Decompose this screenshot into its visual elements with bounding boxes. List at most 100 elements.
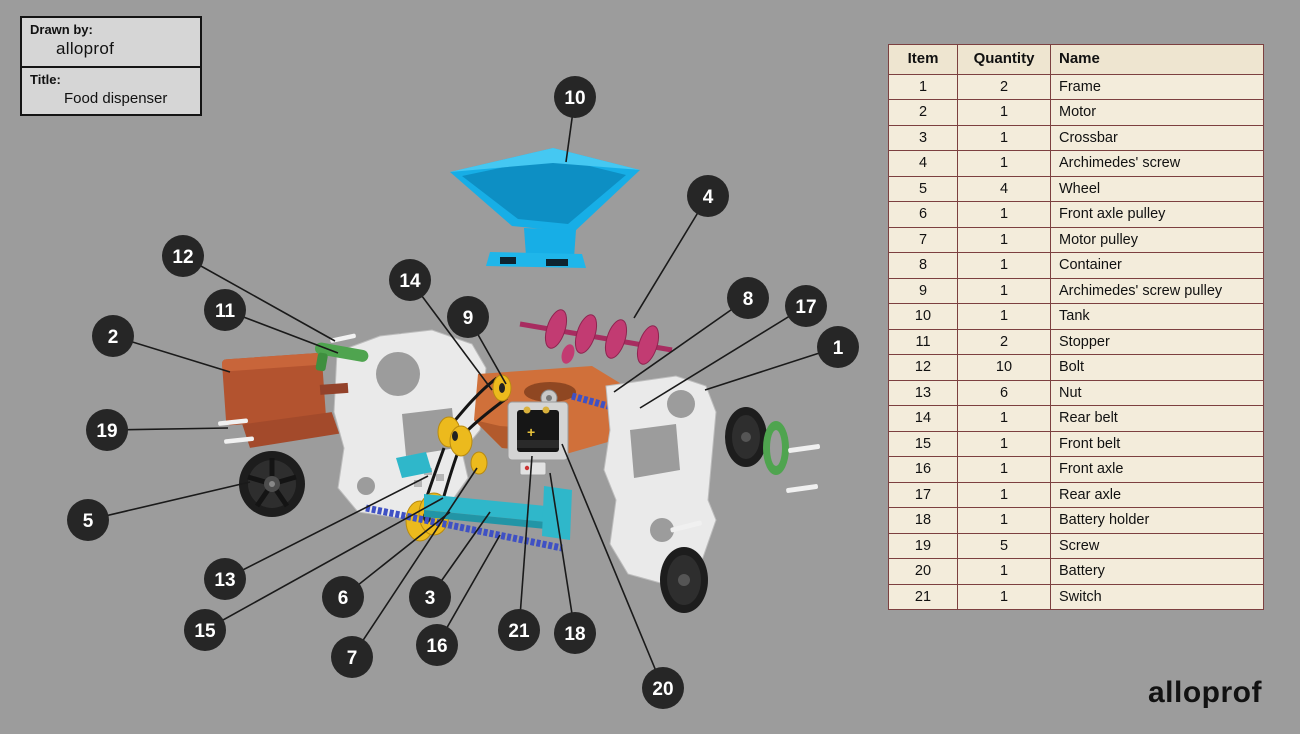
item-cell: 5 — [888, 175, 958, 203]
quantity-cell: 1 — [957, 583, 1051, 611]
item-cell: 2 — [888, 99, 958, 126]
leader-line-14 — [409, 279, 493, 391]
quantity-cell: 1 — [957, 507, 1051, 534]
callout-number: 15 — [194, 621, 216, 642]
callout-number: 21 — [508, 621, 530, 642]
motor-art — [222, 352, 349, 448]
callout-badge — [86, 409, 128, 451]
table-header-name: Name — [1050, 44, 1264, 75]
item-cell: 15 — [888, 430, 958, 458]
stopper-disc-art — [763, 421, 789, 475]
callout-badge — [498, 609, 540, 651]
callout-16: 16 — [416, 624, 458, 666]
name-cell: Container — [1050, 252, 1264, 279]
callout-number: 13 — [214, 570, 235, 591]
callout-4: 4 — [687, 175, 729, 217]
item-cell: 12 — [888, 354, 958, 381]
callout-badge — [785, 285, 827, 327]
callout-2: 2 — [92, 315, 134, 357]
crossbar-art — [396, 452, 572, 540]
item-cell: 21 — [888, 583, 958, 611]
name-cell: Front axle pulley — [1050, 201, 1264, 228]
quantity-cell: 1 — [957, 303, 1051, 330]
callout-7: 7 — [331, 636, 373, 678]
callout-badge — [416, 624, 458, 666]
leader-line-1 — [704, 346, 839, 391]
callout-badge — [389, 259, 431, 301]
drawn-by-box: Drawn by: alloprof — [20, 16, 202, 68]
quantity-cell: 2 — [957, 73, 1051, 101]
title-label: Title: — [30, 72, 61, 87]
quantity-cell: 1 — [957, 481, 1051, 509]
callout-badge — [204, 289, 246, 331]
quantity-cell: 1 — [957, 456, 1051, 483]
callout-badge — [67, 499, 109, 541]
alloprof-logo: alloprof — [1148, 676, 1262, 709]
frame-left-art — [333, 329, 487, 519]
callout-badge — [331, 636, 373, 678]
callout-number: 16 — [426, 636, 447, 657]
quantity-cell: 5 — [957, 532, 1051, 560]
callout-21: 21 — [498, 609, 540, 651]
callout-badge — [817, 326, 859, 368]
item-cell: 9 — [888, 277, 958, 305]
item-cell: 18 — [888, 507, 958, 534]
callout-badge — [162, 235, 204, 277]
name-cell: Frame — [1050, 73, 1264, 101]
callout-number: 11 — [215, 301, 236, 322]
callout-badge — [184, 609, 226, 651]
callout-number: 18 — [564, 624, 585, 645]
callout-1: 1 — [817, 326, 859, 368]
quantity-cell: 1 — [957, 430, 1051, 458]
name-cell: Bolt — [1050, 354, 1264, 381]
name-cell: Motor — [1050, 99, 1264, 126]
item-cell: 4 — [888, 150, 958, 177]
callout-number: 17 — [795, 297, 816, 318]
front-wheel-right-art — [725, 407, 767, 467]
leader-line-16 — [436, 534, 501, 646]
callout-number: 2 — [108, 327, 119, 348]
title-box: Title: Food dispenser — [20, 68, 202, 116]
callout-18: 18 — [554, 612, 596, 654]
name-cell: Archimedes' screw — [1050, 150, 1264, 177]
callout-6: 6 — [322, 576, 364, 618]
callout-number: 9 — [463, 308, 474, 329]
name-cell: Screw — [1050, 532, 1264, 560]
quantity-cell: 2 — [957, 328, 1051, 356]
callout-number: 1 — [833, 338, 844, 359]
name-cell: Motor pulley — [1050, 226, 1264, 254]
title-block: Drawn by: alloprof Title: Food dispenser — [20, 16, 202, 116]
name-cell: Battery — [1050, 558, 1264, 585]
callout-13: 13 — [204, 558, 246, 600]
quantity-cell: 1 — [957, 99, 1051, 126]
callout-badge — [642, 667, 684, 709]
leader-line-12 — [182, 255, 336, 342]
callout-number: 19 — [96, 421, 117, 442]
callout-number: 4 — [703, 187, 714, 208]
leader-line-4 — [633, 195, 709, 319]
item-cell: 7 — [888, 226, 958, 254]
quantity-cell: 1 — [957, 405, 1051, 432]
item-cell: 16 — [888, 456, 958, 483]
name-cell: Rear belt — [1050, 405, 1264, 432]
rear-wheel-right-art — [660, 547, 708, 613]
leader-line-13 — [224, 475, 429, 580]
callout-5: 5 — [67, 499, 109, 541]
quantity-cell: 1 — [957, 226, 1051, 254]
item-cell: 14 — [888, 405, 958, 432]
callout-15: 15 — [184, 609, 226, 651]
callout-number: 20 — [652, 679, 673, 700]
